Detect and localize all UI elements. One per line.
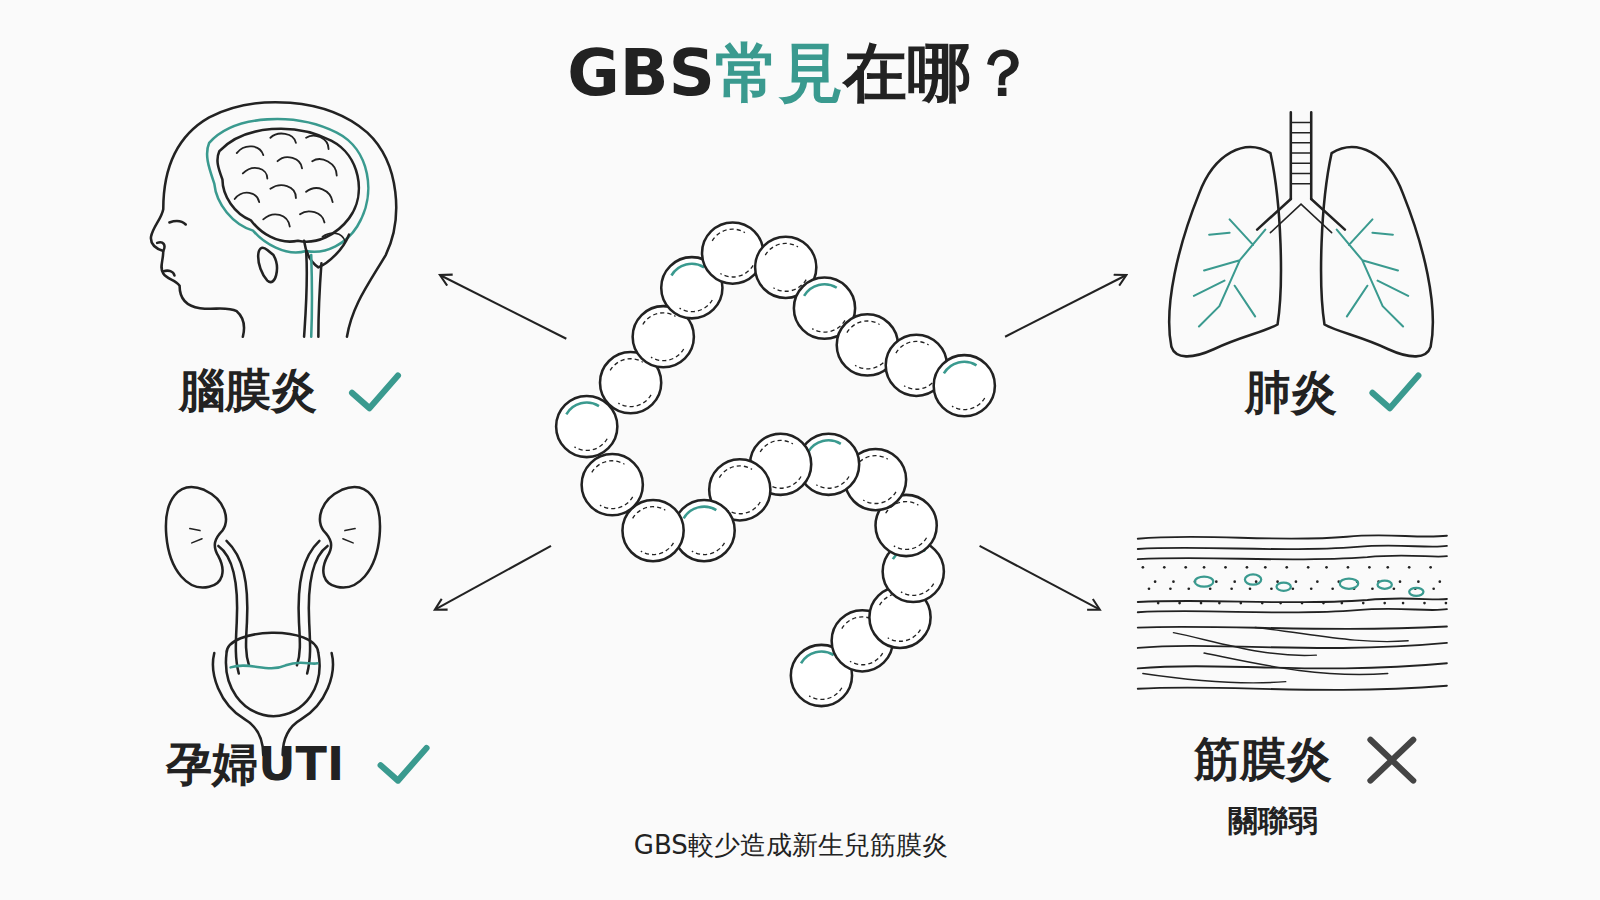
lung-illustration	[1169, 112, 1433, 356]
disease-label: 腦膜炎	[179, 360, 317, 422]
fascia-illustration	[1138, 535, 1447, 690]
disease-label: 孕婦UTI	[166, 734, 344, 796]
disease-label: 關聯弱	[1228, 801, 1318, 842]
urinary-illustration	[166, 487, 380, 755]
disease-label: 筋膜炎	[1194, 729, 1332, 791]
caption: GBS較少造成新生兒筋膜炎	[634, 827, 948, 862]
arrows	[436, 276, 1126, 610]
status-symbols	[352, 376, 1418, 781]
streptococcus-chain	[556, 222, 995, 706]
disease-label: 肺炎	[1245, 362, 1337, 424]
brain-illustration	[151, 102, 396, 336]
title: GBS常見在哪？	[567, 30, 1034, 117]
